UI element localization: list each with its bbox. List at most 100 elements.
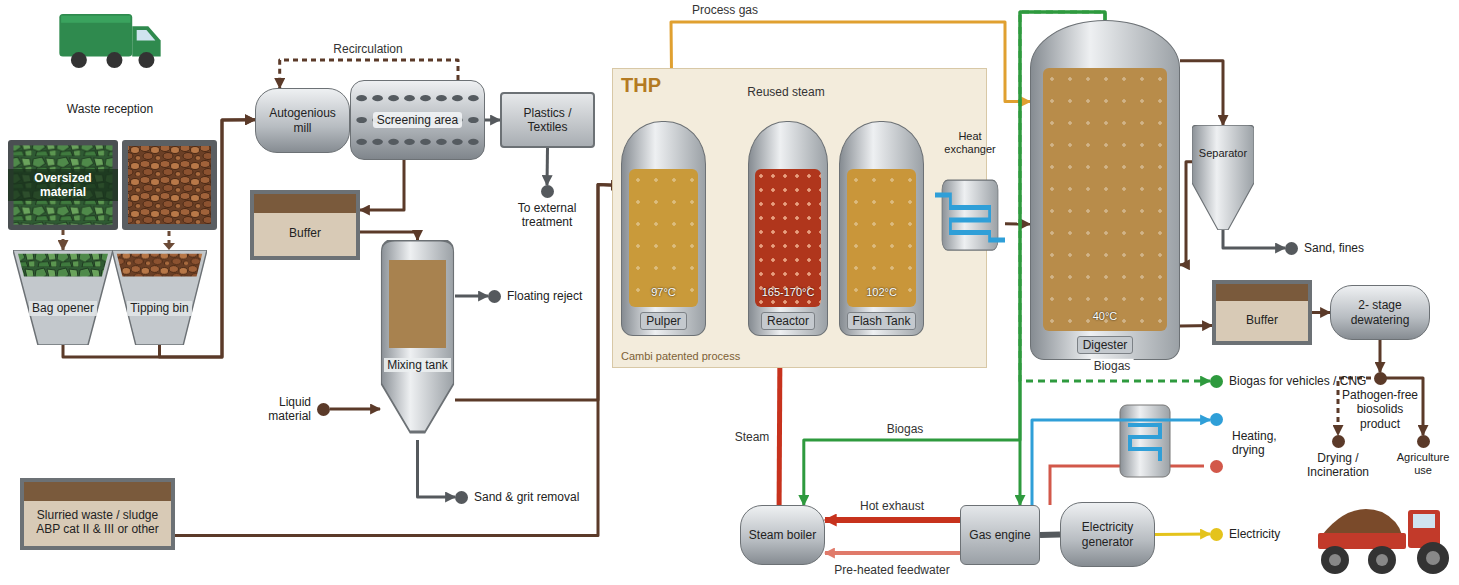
node-text: Pathogen-free biosolids product (1335, 388, 1425, 431)
node-text: 102°C (866, 286, 897, 299)
process-box: Autogenious mill (255, 88, 350, 153)
hopper-shape-part (18, 254, 108, 277)
tipping-area-part (122, 140, 217, 230)
edge-label: Hot exhaust (857, 499, 927, 513)
flow-line (1155, 533, 1210, 537)
screen-holes-part (452, 95, 463, 101)
node-text: Oversized material (8, 169, 118, 202)
tipping-area-part (168, 231, 171, 244)
flow-line (360, 160, 404, 210)
flow-line (62, 230, 65, 250)
flow-line (1005, 222, 1030, 225)
node-text: Biogas for vehicles / CNG (1229, 374, 1366, 388)
mixing-tank-shape-part (389, 260, 446, 348)
tractor-illustration-part (1322, 509, 1402, 535)
process-box: Tipping bin (112, 250, 207, 345)
terminal-node: Floating reject (488, 284, 588, 308)
edge-label: Biogas (884, 422, 927, 436)
process-box: Screening area (350, 80, 485, 160)
node-text: Agriculture use (1390, 451, 1456, 477)
heat-exchanger-2-part (1128, 425, 1160, 461)
node-text: Electricity (1229, 527, 1280, 541)
screen-holes-part (356, 117, 367, 123)
node-text: 40°C (1093, 310, 1118, 323)
truck-icon-part (61, 16, 130, 23)
truck-icon-part (138, 52, 154, 68)
process-box: Gas engine (960, 505, 1040, 565)
terminal-node: To external treatment (497, 185, 597, 235)
truck-icon-part (59, 14, 132, 57)
terminal-dot (1210, 375, 1223, 388)
terminal-dot (455, 491, 468, 504)
node-text: Heat exchanger (935, 130, 1005, 156)
process-box: Separator (1192, 125, 1254, 230)
process-box: Bag opener (13, 250, 113, 345)
flow-line (1180, 162, 1192, 265)
terminal-node: Liquid material (255, 392, 330, 426)
flow-line (485, 119, 500, 122)
process-box: Buffer (1212, 280, 1312, 345)
edge-label: Pre-heated feedwater (831, 563, 952, 577)
node-text: Reactor (761, 312, 815, 330)
truck-icon-part (137, 30, 156, 41)
screen-holes-part (436, 95, 447, 101)
node-text: Slurried waste / sludge ABP cat II & III… (30, 508, 165, 537)
thp-band: THPCambi patented process97°CPulper165-1… (612, 68, 987, 368)
flow-line (1312, 311, 1330, 314)
screen-holes-part (468, 95, 479, 101)
terminal-node: Pathogen-free biosolids product (1335, 372, 1425, 432)
flow-line (360, 232, 418, 240)
node-text: Drying / Incineration (1298, 451, 1378, 480)
terminal-node: Sand & grit removal (455, 485, 585, 509)
heat-exchanger-2-part (1120, 405, 1170, 477)
heat-exchanger-shape-part (935, 195, 1005, 240)
flow-line (1180, 61, 1223, 125)
process-box: Heat exchanger (935, 130, 1005, 255)
mixing-tank-shape-part (382, 240, 454, 432)
process-box: Slurried waste / sludge ABP cat II & III… (20, 478, 175, 550)
tractor-illustration (1318, 509, 1449, 574)
screen-holes-part (468, 117, 479, 123)
liquid-fill (847, 169, 917, 307)
node-text: Steam boiler (749, 528, 816, 542)
node-text: 2- stage dewatering (1337, 298, 1423, 327)
tractor-illustration-part (1368, 546, 1396, 574)
node-text: Tipping bin (127, 301, 191, 315)
tractor-illustration-part (1417, 542, 1449, 574)
node-text: To external treatment (497, 201, 597, 230)
node-text: Plastics / Textiles (508, 106, 587, 135)
node-text: 165-170°C (762, 286, 815, 299)
terminal-node: Electricity (1210, 522, 1300, 546)
separator-shape (1192, 125, 1254, 230)
tractor-illustration-part (1376, 554, 1388, 566)
terminal-dot (1210, 528, 1223, 541)
tractor-illustration-part (1321, 546, 1349, 574)
node-text: Bag opener (29, 301, 97, 315)
node-text: Heating, drying (1232, 429, 1310, 458)
process-box: Waste reception (45, 5, 175, 120)
node-text: Electricity generator (1067, 520, 1148, 549)
node-text: Cambi patented process (621, 350, 740, 363)
flow-line (330, 408, 380, 411)
node-text: Pulper (640, 312, 687, 330)
tank-node: 97°C Pulper (621, 121, 706, 336)
separator-shape-part (1192, 125, 1254, 230)
process-box: Oversized material (8, 140, 118, 230)
tank-node: 40°CDigester (1030, 20, 1180, 360)
process-box: Buffer (250, 190, 360, 260)
screen-holes-part (420, 95, 431, 101)
screen-holes-part (372, 139, 383, 145)
node-text: Sand, fines (1304, 241, 1364, 255)
node-text: Gas engine (969, 528, 1030, 542)
screen-holes-part (436, 139, 447, 145)
hopper-shape-part (112, 250, 207, 345)
terminal-dot (317, 403, 330, 416)
terminal-node: Drying / Incineration (1298, 435, 1378, 485)
terminal-node: Heating, drying (1210, 408, 1310, 478)
edge-label: Reused steam (744, 85, 827, 99)
terminal-node: Sand, fines (1285, 236, 1365, 260)
flow-line (1379, 340, 1382, 372)
terminal-dot (1417, 435, 1430, 448)
node-text: 97°C (651, 286, 676, 299)
